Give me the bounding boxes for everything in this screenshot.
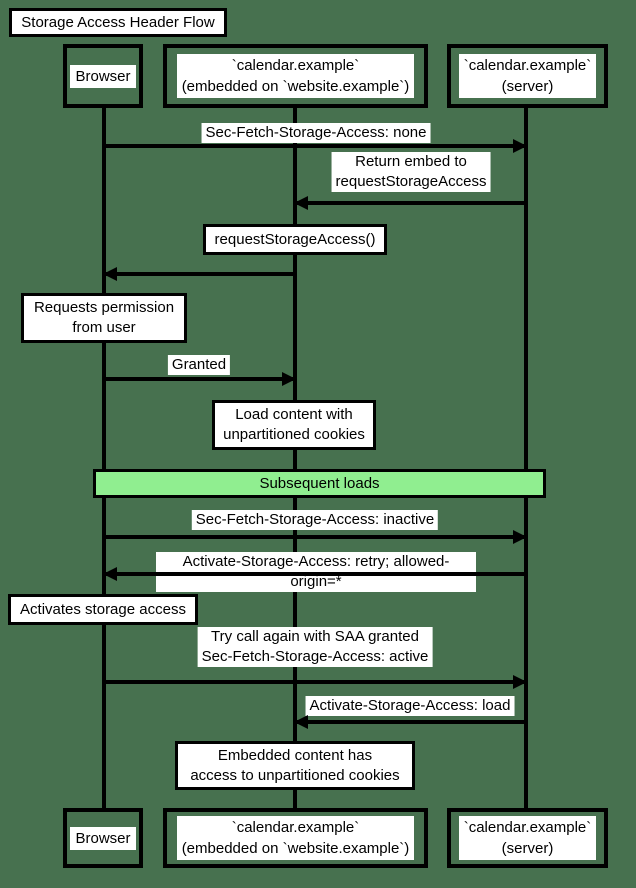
actor-browser-top: Browser [63,44,143,108]
message-granted-arrow [104,372,296,386]
lifeline-browser [102,108,106,809]
actor-server-label: `calendar.example` (server) [458,816,597,860]
message-try-again-label: Try call again with SAA granted Sec-Fetc… [197,627,433,667]
message-activate-load-arrow [294,715,526,729]
actor-embedded-top: `calendar.example` (embedded on `website… [163,44,428,108]
actor-browser-label: Browser [70,826,136,850]
message-sec-fetch-inactive-label: Sec-Fetch-Storage-Access: inactive [191,510,439,530]
note-requests-permission: Requests permission from user [21,293,187,343]
message-sec-fetch-none-label: Sec-Fetch-Storage-Access: none [201,123,431,143]
section-subsequent-loads: Subsequent loads [93,469,546,498]
actor-server-top: `calendar.example` (server) [447,44,608,108]
message-return-embed-label: Return embed to requestStorageAccess [331,152,491,192]
arrowhead-left-icon [294,196,308,210]
message-granted-label: Granted [167,355,231,375]
actor-server-bottom: `calendar.example` (server) [447,808,608,868]
note-embedded-access: Embedded content has access to unpartiti… [175,741,415,790]
actor-server-label: `calendar.example` (server) [458,54,597,98]
arrowhead-right-icon [282,372,296,386]
message-sec-fetch-none-arrow [104,139,527,153]
lifeline-server [524,108,528,809]
arrowhead-right-icon [513,675,527,689]
message-try-again-arrow [104,675,527,689]
message-return-embed-arrow [294,196,526,210]
message-request-storage-access-arrow [103,267,295,281]
diagram-title: Storage Access Header Flow [9,8,227,37]
actor-embedded-label: `calendar.example` (embedded on `website… [176,816,415,860]
message-activate-load-label: Activate-Storage-Access: load [305,696,515,716]
note-request-storage-access: requestStorageAccess() [203,224,387,255]
arrowhead-left-icon [103,267,117,281]
message-activate-retry-arrow [103,567,526,581]
actor-embedded-label: `calendar.example` (embedded on `website… [176,54,415,98]
message-sec-fetch-inactive-arrow [104,530,527,544]
actor-embedded-bottom: `calendar.example` (embedded on `website… [163,808,428,868]
arrowhead-left-icon [103,567,117,581]
lifeline-embedded [293,108,297,809]
actor-browser-label: Browser [70,64,136,88]
arrowhead-left-icon [294,715,308,729]
note-load-content: Load content with unpartitioned cookies [212,400,376,450]
arrowhead-right-icon [513,530,527,544]
note-activates-storage-access: Activates storage access [8,594,198,625]
arrowhead-right-icon [513,139,527,153]
actor-browser-bottom: Browser [63,808,143,868]
